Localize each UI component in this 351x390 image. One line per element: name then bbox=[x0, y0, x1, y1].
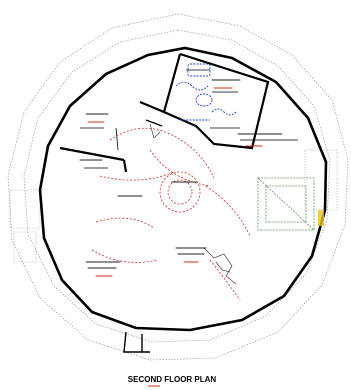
red-annotations bbox=[91, 127, 251, 301]
stair-detail bbox=[149, 123, 237, 285]
interior-walls bbox=[59, 52, 270, 173]
room-label-marks bbox=[79, 79, 283, 277]
balcony-dotted-blocks bbox=[9, 149, 338, 263]
exterior-dotted-outline bbox=[7, 13, 349, 361]
entry-bracket bbox=[123, 331, 150, 353]
plan-title: SECOND FLOOR PLAN bbox=[128, 375, 217, 384]
bathroom-fixtures bbox=[175, 63, 237, 121]
interior-thin-lines bbox=[80, 69, 298, 169]
green-overlay bbox=[257, 177, 315, 231]
yellow-marker bbox=[318, 210, 324, 226]
exterior-wall bbox=[38, 46, 328, 332]
